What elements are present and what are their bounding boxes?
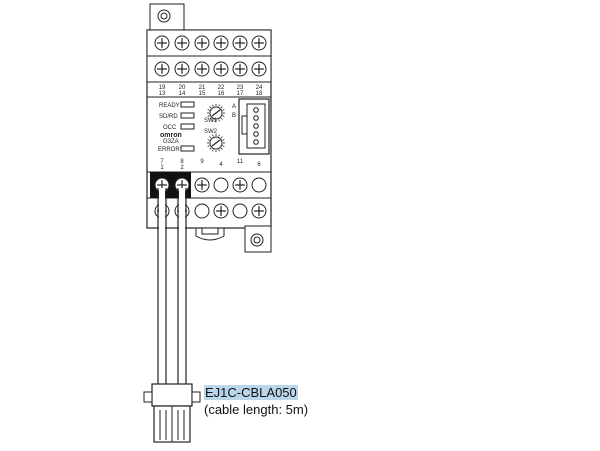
- occ-led: [180, 123, 195, 130]
- terminal-screw: [194, 177, 210, 193]
- connection-cable: [157, 188, 187, 384]
- terminal-screw: [232, 177, 248, 193]
- terminal-label: 8: [180, 159, 184, 165]
- terminal-label: 18: [256, 91, 263, 97]
- sw2-label: SW2: [204, 129, 218, 135]
- terminal-screw: [194, 61, 210, 77]
- terminal-screw: [194, 35, 210, 51]
- sdrd-led: [180, 112, 195, 119]
- terminal-screw: [174, 35, 190, 51]
- terminal-screw: [213, 203, 229, 219]
- terminal-numbers-upper: 19 20 21 22 23 24 13 14 15 16 17 18: [159, 85, 263, 97]
- switch-b-label: B: [232, 113, 236, 119]
- front-panel: READY SD/RD OCC omron G3ZA ERROR SW1 SW2…: [147, 96, 271, 155]
- upper-terminal-block: [146, 29, 272, 83]
- terminal-screw: [154, 35, 170, 51]
- terminal-label: 2: [180, 165, 184, 171]
- terminal-screw: [251, 61, 267, 77]
- connector-pin: [253, 107, 259, 113]
- cable-part-number: EJ1C-CBLA050: [204, 385, 298, 400]
- terminal-numbers-lower: 7 8 9 4 11 6 1 2: [160, 159, 261, 171]
- terminal-label: 22: [218, 85, 225, 91]
- sdrd-label: SD/RD: [159, 114, 178, 120]
- brand-logo: omron: [160, 132, 182, 139]
- terminal-label: 17: [237, 91, 244, 97]
- error-led: [180, 145, 195, 152]
- terminal-label: 20: [179, 85, 186, 91]
- connector-pin: [253, 131, 259, 137]
- cable-length-note: (cable length: 5m): [204, 402, 309, 417]
- terminal-label: 7: [160, 159, 164, 165]
- switch-a-label: A: [232, 104, 236, 110]
- cable-end-connector: [143, 383, 201, 443]
- sw1-label: SW1: [204, 118, 218, 124]
- terminal-label: 9: [200, 159, 204, 165]
- terminal-label: 4: [219, 162, 223, 168]
- terminal-label: 14: [179, 91, 186, 97]
- terminal-label: 15: [199, 91, 206, 97]
- error-label: ERROR: [158, 147, 180, 153]
- terminal-label: 1: [160, 165, 164, 171]
- terminal-socket: [213, 177, 229, 193]
- terminal-label: 21: [199, 85, 206, 91]
- terminal-label: 19: [159, 85, 166, 91]
- terminal-screw: [213, 35, 229, 51]
- bottom-mounting-tab: [195, 225, 272, 253]
- connector-pin: [253, 123, 259, 129]
- terminal-label: 13: [159, 91, 166, 97]
- terminal-socket: [232, 203, 248, 219]
- terminal-screw: [232, 61, 248, 77]
- rotary-switch-sw1: [207, 104, 225, 122]
- terminal-screw: [251, 203, 267, 219]
- terminal-screw: [213, 61, 229, 77]
- terminal-label: 11: [237, 159, 244, 165]
- terminal-socket: [194, 203, 210, 219]
- terminal-label: 16: [218, 91, 225, 97]
- terminal-label: 6: [257, 162, 261, 168]
- occ-label: OCC: [163, 125, 177, 131]
- terminal-socket: [251, 177, 267, 193]
- terminal-label: 23: [237, 85, 244, 91]
- connector-pin: [253, 139, 259, 145]
- connector-pin: [253, 115, 259, 121]
- ready-led: [180, 101, 195, 108]
- terminal-screw: [232, 35, 248, 51]
- ready-label: READY: [159, 103, 180, 109]
- top-mounting-tab: [149, 3, 185, 31]
- terminal-screw: [251, 35, 267, 51]
- port-connector: [238, 98, 270, 155]
- terminal-label: 24: [256, 85, 263, 91]
- rotary-switch-sw2: [207, 134, 225, 152]
- model-label: G3ZA: [163, 139, 179, 145]
- terminal-screw: [154, 61, 170, 77]
- terminal-screw: [174, 61, 190, 77]
